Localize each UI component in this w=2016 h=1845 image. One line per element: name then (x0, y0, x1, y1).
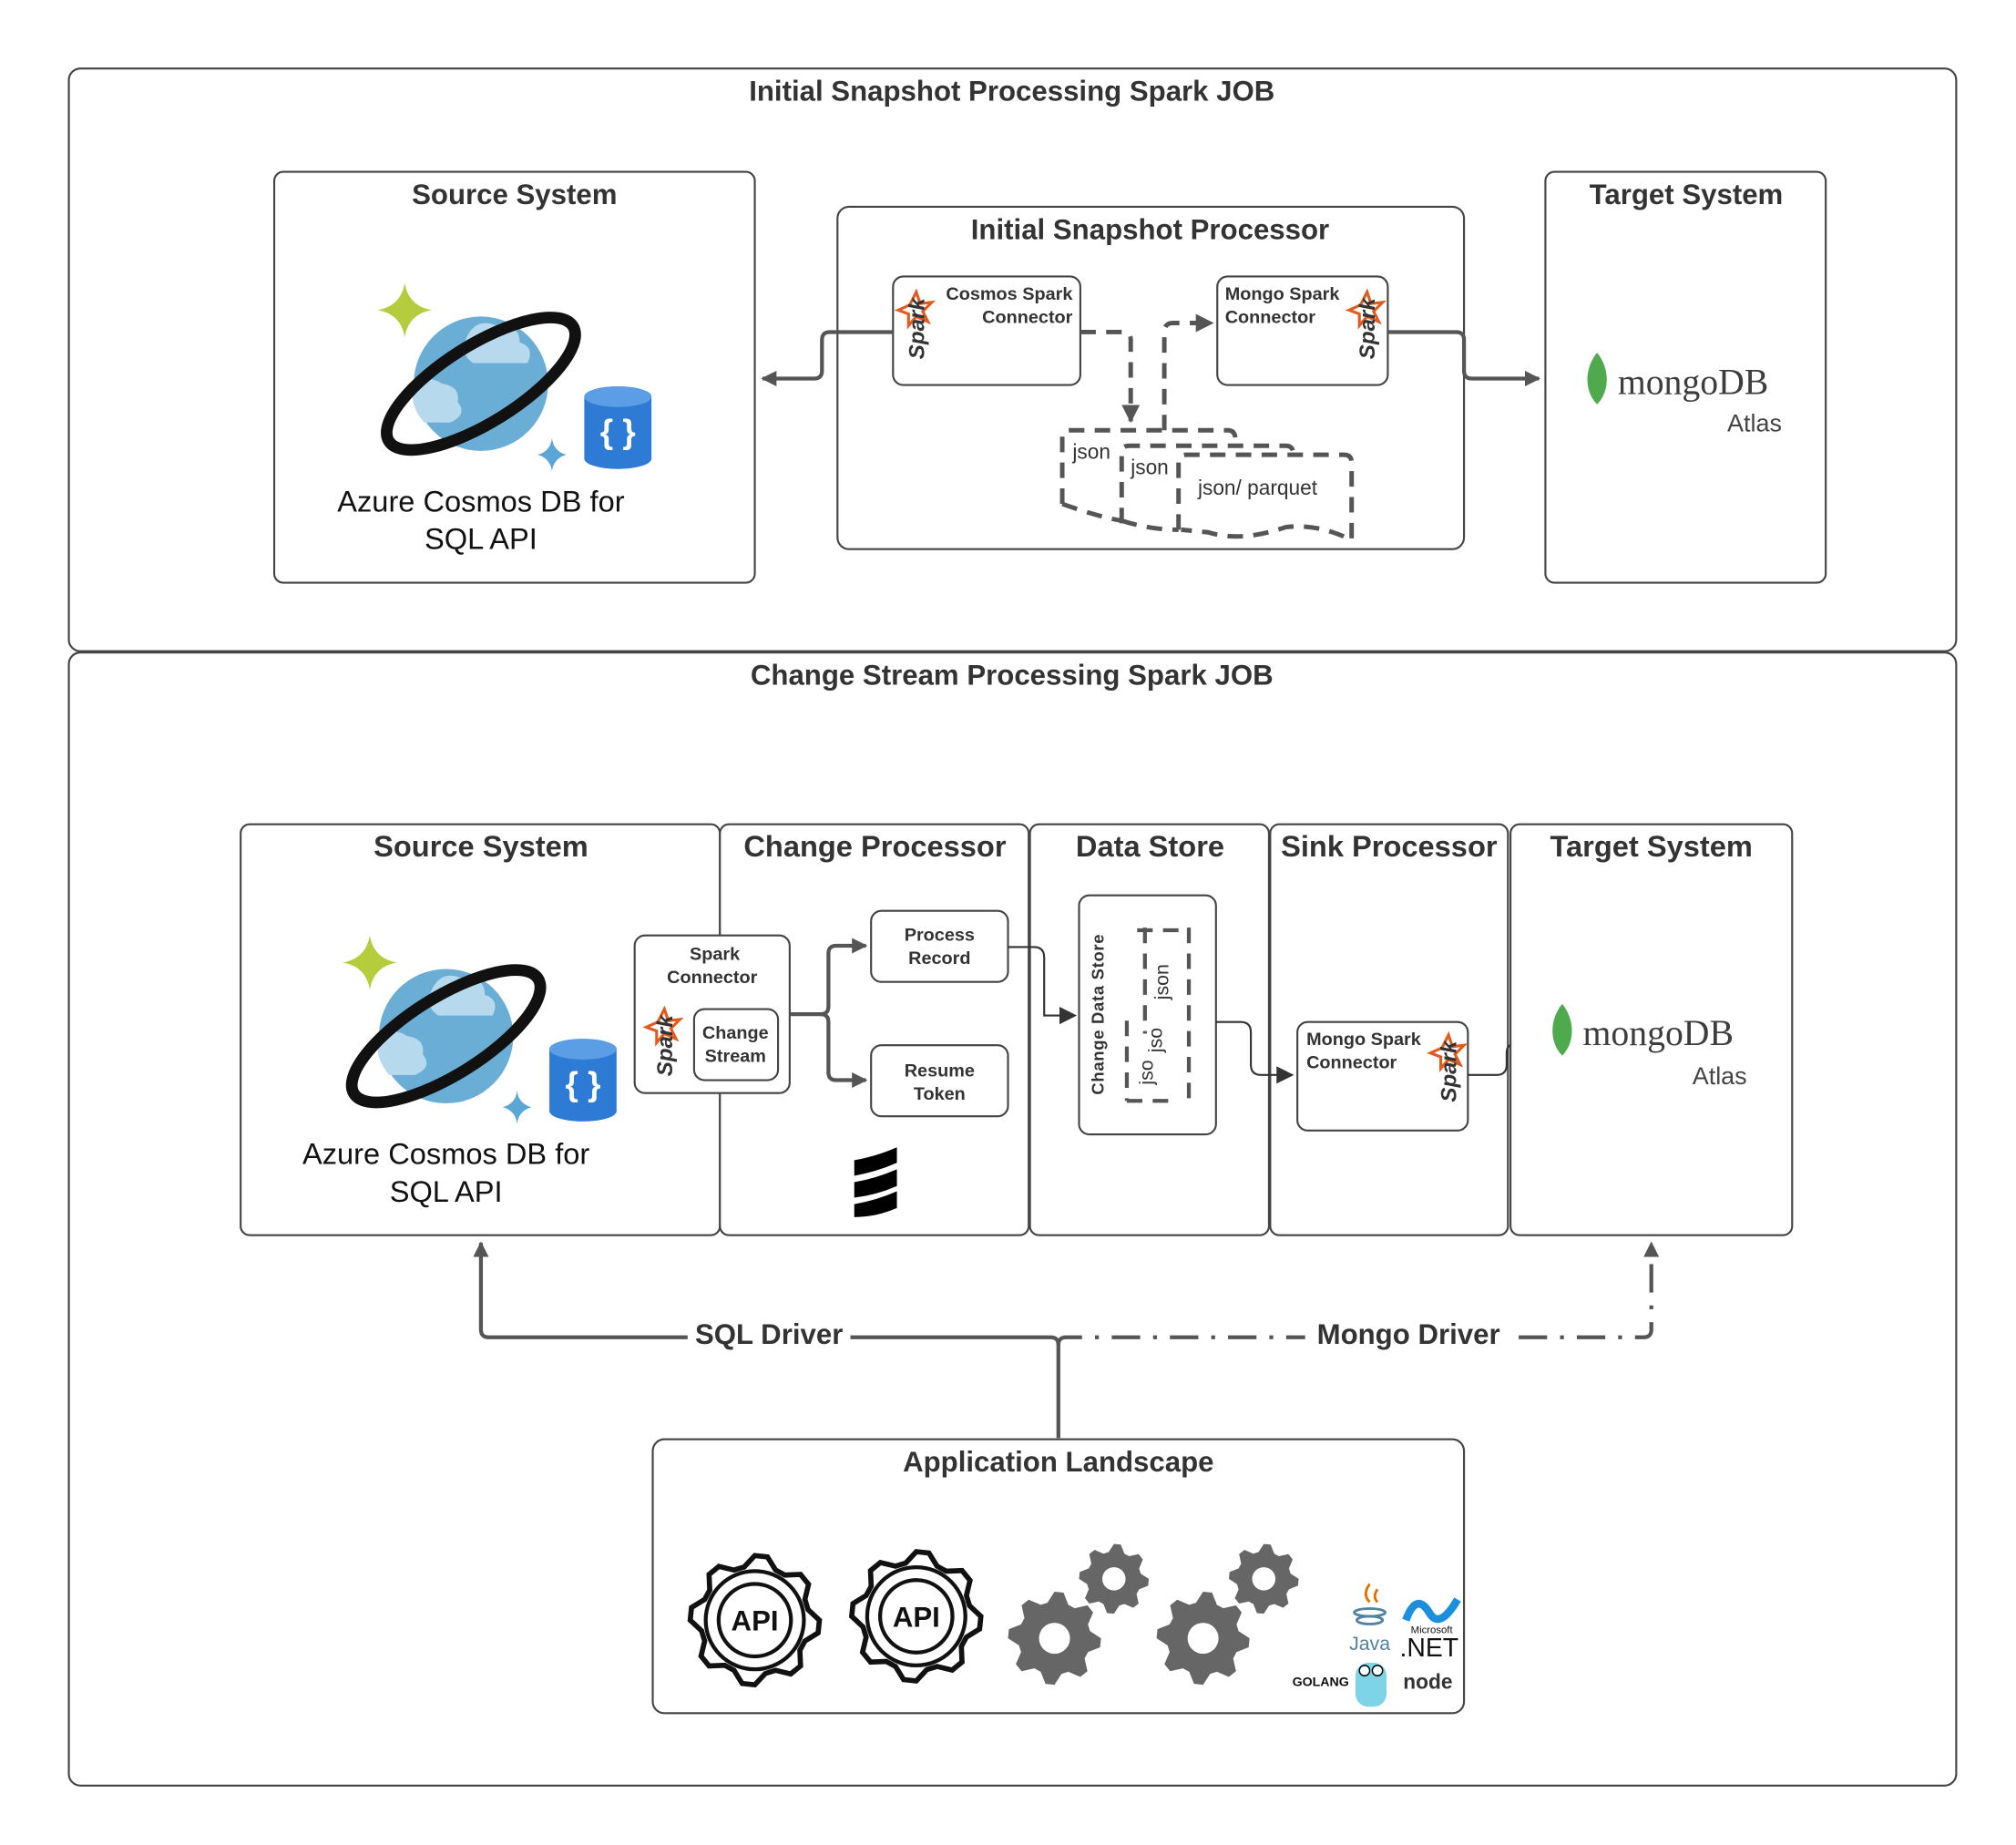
logo-sub: Atlas (1693, 1062, 1747, 1090)
file-label: jso (1135, 1060, 1157, 1085)
api-gear-icon: API (848, 1549, 984, 1684)
label: Connector (667, 968, 757, 988)
dotnet-label: .NET (1399, 1634, 1458, 1663)
process-record-box: Process Record (870, 909, 1009, 983)
mongodb-atlas-logo: mongoDB Atlas (1587, 353, 1782, 437)
api-gear-icon: API (687, 1553, 823, 1688)
arrow-to-sink (1215, 1020, 1295, 1084)
label: Resume (905, 1061, 975, 1081)
source-product-line2: SQL API (390, 1174, 503, 1208)
spark-connector-box: Spark Connector Change Stream (633, 934, 791, 1094)
arrow-to-source (761, 330, 894, 387)
label: Cosmos Spark (946, 284, 1073, 304)
label: Process (905, 925, 975, 945)
svg-text:{ }: { } (565, 1066, 600, 1103)
mongodb-atlas-logo: mongoDB Atlas (1552, 1003, 1747, 1090)
arrow-to-resume-token (820, 1012, 868, 1089)
change-processor: Change Processor Process Record Resume T… (719, 823, 1030, 1236)
source-system-title: Source System (412, 179, 617, 210)
dashed-arrow-to-files (1080, 329, 1141, 424)
processor-title: Initial Snapshot Processor (971, 213, 1329, 245)
source-product-line2: SQL API (425, 522, 537, 556)
file-label: json (1071, 439, 1110, 463)
mongo-spark-connector: Mongo Spark Connector (1216, 275, 1389, 386)
label: Connector (1225, 308, 1315, 328)
label: Mongo Spark (1306, 1030, 1422, 1050)
file-label: json/ parquet (1197, 476, 1318, 499)
change-data-store-label: Change Data Store (1088, 934, 1107, 1095)
nodejs-label: node (1403, 1669, 1452, 1693)
logo-text: mongoDB (1583, 1013, 1734, 1053)
gopher-icon (1355, 1663, 1387, 1707)
application-landscape: Application Landscape API API (651, 1438, 1466, 1715)
label: Token (914, 1084, 966, 1104)
source-product-line1: Azure Cosmos DB for (337, 485, 624, 518)
resume-token-store-icon (854, 1147, 897, 1217)
java-logo: Java (1349, 1583, 1390, 1655)
data-store-title: Data Store (1076, 829, 1224, 863)
file-label: json (1130, 455, 1169, 478)
label: Connector (1306, 1053, 1397, 1073)
arrow-to-data-store (1008, 946, 1078, 1025)
label: Record (908, 948, 970, 969)
dashed-arrow-from-files (1162, 313, 1214, 431)
database-icon: { } (549, 1039, 617, 1122)
label: Change (702, 1023, 769, 1043)
label: Connector (982, 308, 1072, 328)
change-source-system: Source System { } Azure Cosmos DB for SQ… (240, 823, 721, 1236)
gears-icon (1008, 1543, 1150, 1686)
mongo-driver-label: Mongo Driver (1317, 1318, 1500, 1350)
data-store: Data Store Change Data Store json jso js… (1028, 823, 1271, 1236)
label: Stream (705, 1047, 766, 1067)
initial-target-system: Target System mongoDB Atlas (1544, 170, 1827, 584)
initial-job-title: Initial Snapshot Processing Spark JOB (749, 76, 1274, 108)
source-system-title: Source System (374, 829, 588, 863)
svg-text:{ }: { } (600, 413, 636, 450)
label: Spark (690, 945, 741, 965)
target-system-title: Target System (1590, 179, 1784, 210)
gears-icon (1156, 1543, 1299, 1686)
change-processor-title: Change Processor (743, 829, 1006, 863)
arrow-to-target (1387, 330, 1541, 387)
source-product-line1: Azure Cosmos DB for (302, 1137, 589, 1171)
file-label: json (1151, 964, 1172, 1000)
target-system-title: Target System (1550, 829, 1753, 863)
snapshot-files: json json json/ parquet (1059, 427, 1355, 544)
file-label: jso (1144, 1028, 1166, 1053)
label: Mongo Spark (1225, 284, 1341, 304)
sink-processor: Sink Processor Mongo Spark Connector (1269, 823, 1509, 1236)
logo-text: mongoDB (1618, 363, 1768, 403)
azure-cosmos-db-icon: { } (377, 282, 652, 472)
sparkle-icon (377, 282, 433, 338)
cosmos-spark-connector: Cosmos Spark Connector (892, 275, 1081, 386)
initial-snapshot-job: Initial Snapshot Processing Spark JOB So… (67, 67, 1958, 652)
azure-cosmos-db-icon: { } (343, 935, 617, 1124)
initial-snapshot-processor: Initial Snapshot Processor Cosmos Spark … (836, 205, 1466, 550)
resume-token-box: Resume Token (870, 1044, 1009, 1118)
sink-processor-title: Sink Processor (1281, 829, 1498, 863)
initial-source-system: Source System { } Azure Cosmos DB for SQ… (272, 170, 756, 584)
change-job-title: Change Stream Processing Spark JOB (751, 660, 1274, 692)
api-label: API (893, 1601, 940, 1633)
golang-label: GOLANG (1293, 1676, 1349, 1690)
java-label: Java (1349, 1633, 1390, 1655)
dotnet-brand: Microsoft (1411, 1625, 1454, 1635)
database-icon: { } (584, 386, 652, 469)
change-stream-job: Change Stream Processing Spark JOB Sourc… (67, 651, 1958, 1787)
sql-driver-label: SQL Driver (695, 1318, 843, 1350)
small-sparkle-icon (537, 437, 567, 472)
mongo-driver-connector (1056, 1241, 1660, 1346)
application-landscape-title: Application Landscape (903, 1446, 1213, 1478)
logo-sub: Atlas (1727, 410, 1782, 437)
change-target-system: Target System mongoDB Atlas (1509, 823, 1794, 1236)
api-label: API (732, 1605, 779, 1637)
small-sparkle-icon (503, 1090, 532, 1124)
sparkle-icon (343, 935, 397, 990)
dotnet-logo: Microsoft .NET (1399, 1597, 1461, 1663)
